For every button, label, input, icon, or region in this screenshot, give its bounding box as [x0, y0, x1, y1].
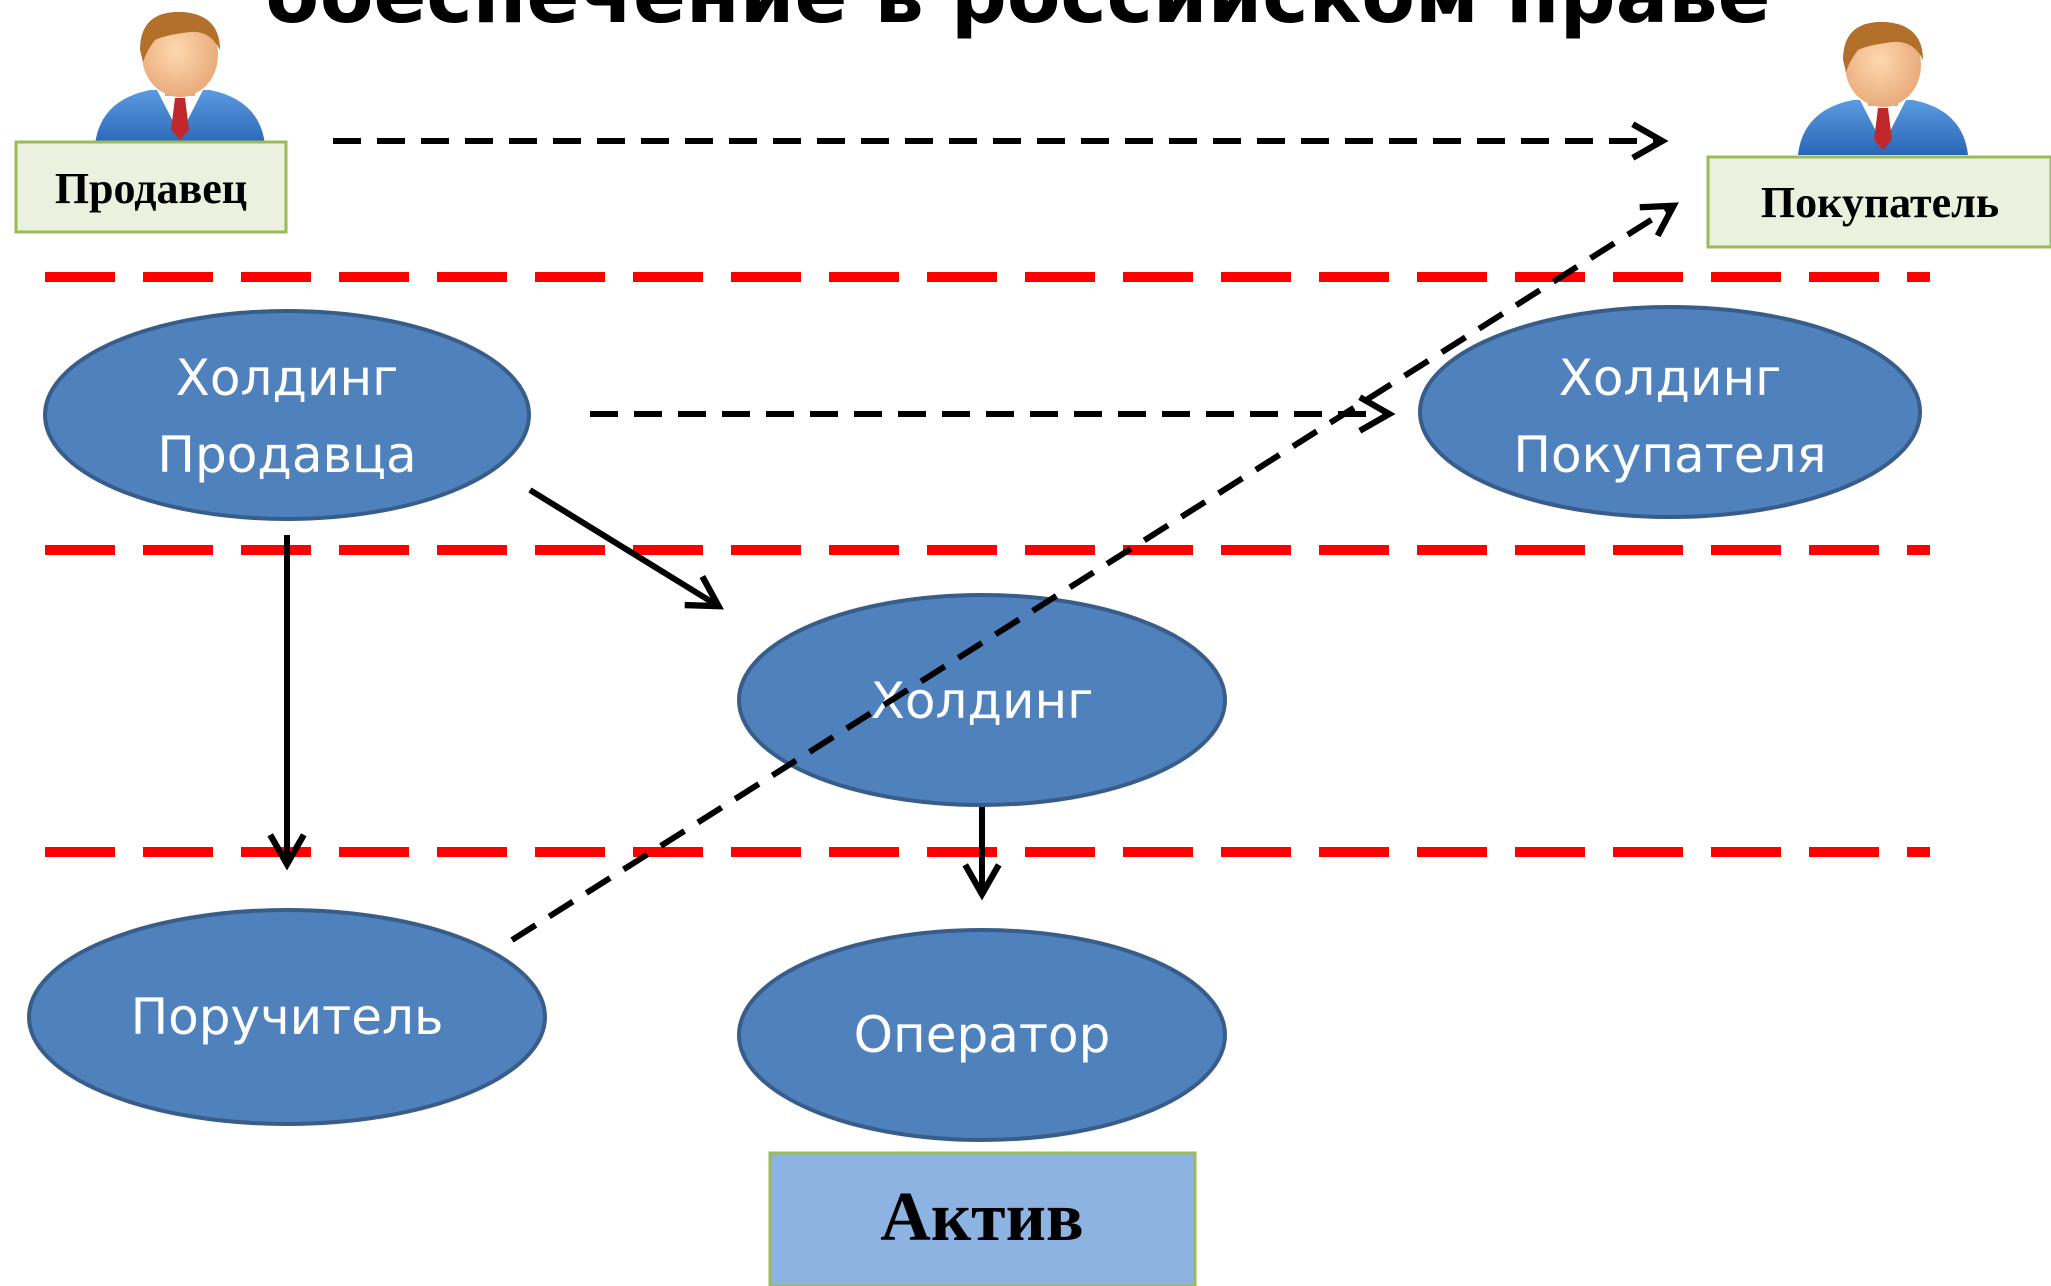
- seller-holding-label-line2: Продавца: [157, 426, 416, 484]
- holding-node: Холдинг: [737, 593, 1227, 807]
- guarantor-to-buyer-arrow: [510, 202, 1679, 943]
- seller-holding-node: Холдинг Продавца: [43, 309, 531, 521]
- guarantor-label: Поручитель: [131, 988, 444, 1046]
- seller-holding-label-line1: Холдинг: [176, 349, 399, 407]
- operator-node: Оператор: [737, 928, 1227, 1142]
- holding-label: Холдинг: [871, 672, 1094, 730]
- buyer-holding-label-line2: Покупателя: [1513, 426, 1826, 484]
- seller-businessman-icon: [95, 11, 265, 145]
- buyer-holding-label-line1: Холдинг: [1559, 349, 1782, 407]
- page-title: обеспечение в российском праве: [265, 0, 1770, 41]
- asset-box: Актив: [768, 1151, 1197, 1286]
- seller-label-box: Продавец: [14, 140, 288, 234]
- operator-label: Оператор: [854, 1006, 1111, 1064]
- buyer-businessman-icon: [1798, 21, 1968, 155]
- seller-label: Продавец: [55, 164, 247, 213]
- guarantor-node: Поручитель: [27, 908, 547, 1126]
- asset-label: Актив: [880, 1179, 1083, 1256]
- buyer-holding-node: Холдинг Покупателя: [1418, 305, 1922, 519]
- seller-holding-to-holding-arrow: [528, 487, 724, 610]
- buyer-label: Покупатель: [1761, 178, 1999, 227]
- buyer-label-box: Покупатель: [1706, 155, 2051, 249]
